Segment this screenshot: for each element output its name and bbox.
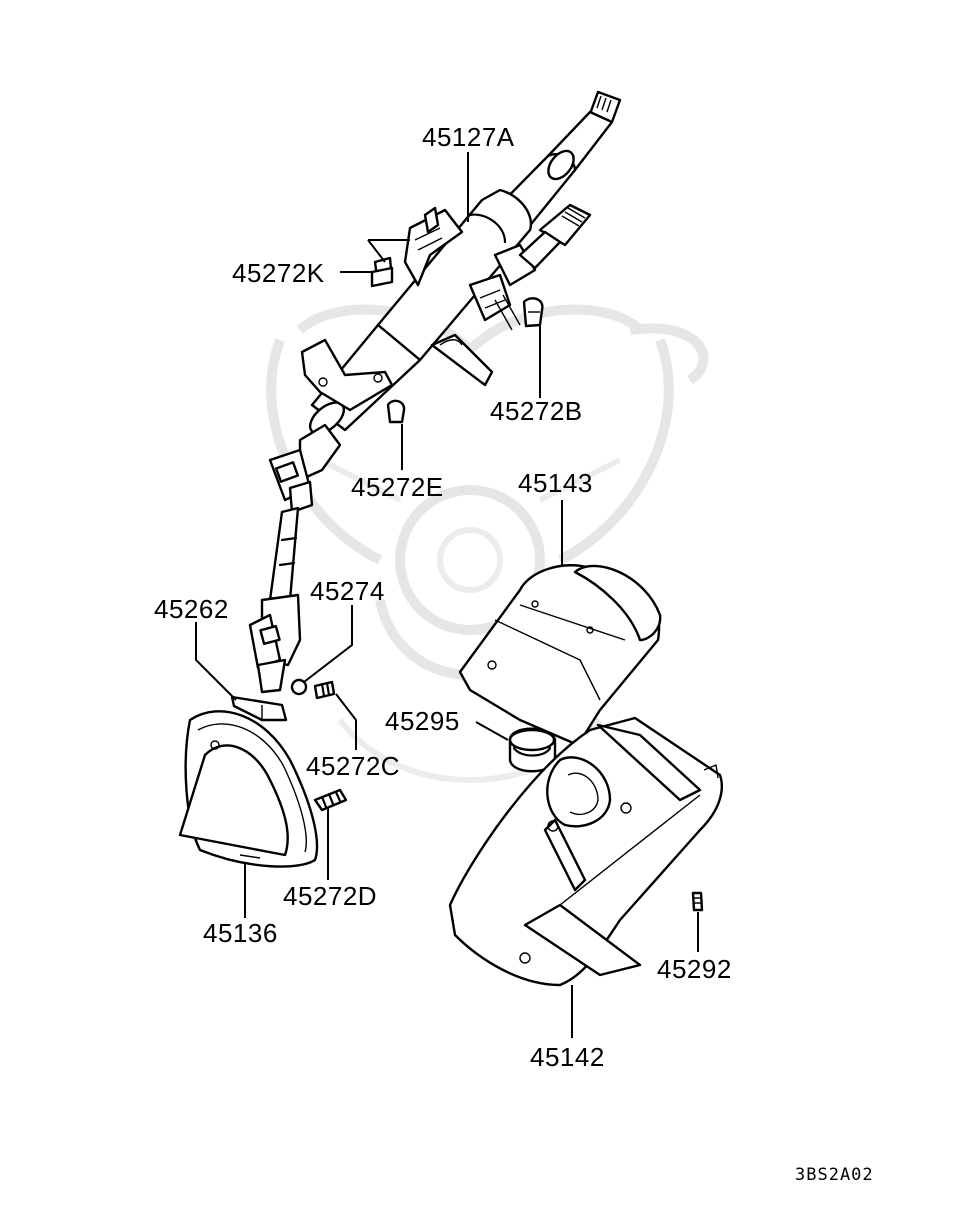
label-45272C[interactable]: 45272C [306,751,400,781]
label-45272D[interactable]: 45272D [283,881,377,911]
label-45136[interactable]: 45136 [203,918,278,948]
label-45262[interactable]: 45262 [154,594,229,624]
label-45272K[interactable]: 45272K [232,258,325,288]
upper-cover-45143[interactable] [458,564,662,747]
nut-45274[interactable] [290,678,308,696]
leader-lines [195,152,699,1038]
screw-45292[interactable] [691,891,704,912]
steering-column [300,90,622,435]
label-45272B[interactable]: 45272B [490,396,583,426]
boot-45136[interactable] [178,710,319,868]
part-labels: 45127A 45272K 45272B 45272E 45143 45262 … [154,122,874,1185]
diagram-code: 3BS2A02 [795,1165,874,1185]
bolt-45272K[interactable] [370,256,394,288]
label-45142[interactable]: 45142 [530,1042,605,1072]
label-45274[interactable]: 45274 [310,576,385,606]
label-45295[interactable]: 45295 [385,706,460,736]
bolt-45272E[interactable] [386,399,406,424]
clip-45262[interactable] [230,695,288,722]
bolt-45272C[interactable] [313,680,336,700]
bolt-45272D[interactable] [313,788,348,812]
lower-cover-45142[interactable] [448,716,723,987]
label-45127A[interactable]: 45127A [422,122,515,152]
ring-45295[interactable] [508,727,557,773]
label-45292[interactable]: 45292 [657,954,732,984]
label-45143[interactable]: 45143 [518,468,593,498]
intermediate-shaft [248,423,342,694]
label-45272E[interactable]: 45272E [351,472,444,502]
nut-45272B[interactable] [522,297,544,328]
